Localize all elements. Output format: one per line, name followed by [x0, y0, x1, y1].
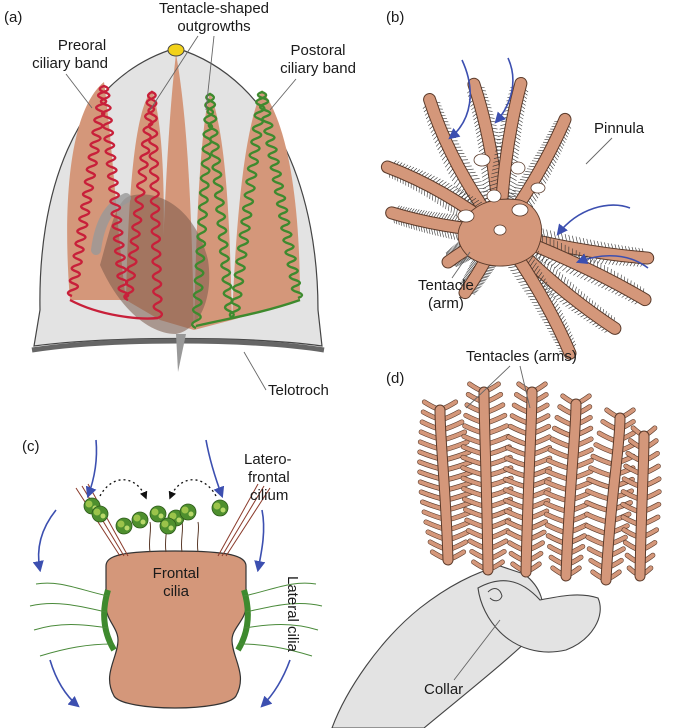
flow-arrow-c1: [85, 439, 98, 499]
lophophore-arm: [620, 425, 662, 582]
apical-organ: [167, 43, 185, 57]
label-postoral-2: ciliary band: [280, 60, 356, 77]
panel-d: (d) Tentacles (arms) Collar: [331, 348, 662, 728]
flow-arrow-c4: [254, 509, 266, 573]
postoral-ciliary-band-inner: [191, 92, 235, 330]
label-frontal-1: Frontal: [153, 565, 200, 582]
panel-c-letter: (c): [22, 438, 40, 455]
food-particle: [91, 505, 109, 523]
flow-arrow-c3: [32, 509, 57, 573]
food-particle: [149, 505, 167, 523]
label-preoral-2: ciliary band: [32, 55, 108, 72]
flow-arrow-c5: [49, 659, 80, 708]
label-postoral-1: Postoral: [290, 42, 345, 59]
leader-tentacles-1: [465, 365, 511, 409]
postoral-band-bottom: [195, 298, 301, 328]
leader-outgrowth-1: [149, 35, 199, 111]
panel-b-letter: (b): [386, 9, 404, 26]
arm-gaps: [457, 153, 546, 236]
leader-pinnula: [585, 137, 613, 165]
leader-outgrowth-2: [205, 35, 215, 111]
label-tentacle-b-2: (arm): [428, 295, 464, 312]
preoral-band-bottom: [69, 298, 159, 320]
label-lateral-cilia: Lateral cilia: [284, 576, 301, 653]
label-tentacles-d: Tentacles (arms): [466, 348, 577, 365]
capture-arrow-left: [99, 479, 148, 500]
panel-c: (c): [22, 438, 323, 709]
label-collar: Collar: [424, 681, 463, 698]
label-tentacle-b-1: Tentacle: [418, 277, 474, 294]
lophophore-arm: [502, 381, 553, 578]
tentacle-section: [105, 550, 247, 709]
food-particle: [115, 517, 133, 535]
label-telotroch: Telotroch: [268, 382, 329, 399]
flow-arrow-b2: [494, 57, 514, 124]
flow-arrow-b1: [448, 59, 471, 140]
anus-tube: [176, 334, 186, 372]
food-particle: [159, 517, 177, 535]
leader-collar: [453, 619, 501, 681]
food-particle: [131, 511, 149, 529]
leader-telotroch: [243, 351, 267, 391]
esophagus: [91, 193, 131, 255]
flow-arrow-b3: [556, 204, 631, 236]
label-pinnula: Pinnula: [594, 120, 645, 137]
leader-postoral: [269, 78, 297, 111]
flow-arrow-c6: [260, 659, 291, 708]
label-tentacle-outgrowths-1: Tentacle-shaped: [159, 0, 269, 17]
lophophore-arm: [417, 399, 475, 566]
label-laterofrontal-1: Latero-: [244, 451, 292, 468]
label-frontal-2: cilia: [163, 583, 189, 600]
panel-a-letter: (a): [4, 9, 22, 26]
collar-fold: [487, 588, 503, 602]
lophophore-arm: [460, 381, 514, 576]
capture-arrow-right: [168, 479, 217, 500]
flow-arrow-c2: [205, 439, 225, 499]
label-preoral-1: Preoral: [58, 37, 106, 54]
leader-tentacle-b: [451, 251, 471, 279]
label-tentacle-outgrowths-2: outgrowths: [177, 18, 250, 35]
leader-tentacles-2: [519, 365, 531, 409]
food-particle: [211, 499, 229, 517]
collar: [477, 580, 601, 653]
panel-a: (a) Tentacle-shaped outgrowths: [4, 0, 356, 399]
label-laterofrontal-3: cilium: [250, 487, 288, 504]
preoral-ciliary-band: [66, 84, 130, 300]
lophophore-arm: [584, 407, 636, 586]
food-particles: [83, 497, 229, 535]
panel-b: (b) Pinnula Tentacle (arm): [380, 9, 655, 360]
postoral-ciliary-band: [228, 90, 304, 320]
preoral-ciliary-band-inner: [123, 90, 164, 320]
label-laterofrontal-2: frontal: [248, 469, 290, 486]
lateral-cilia: [29, 582, 323, 657]
panel-d-letter: (d): [386, 370, 404, 387]
lophophore-d: [417, 381, 662, 586]
flow-arrow-b4: [575, 253, 649, 269]
food-particle: [179, 503, 197, 521]
leader-preoral: [65, 73, 93, 109]
lophophore-arm: [543, 393, 594, 582]
